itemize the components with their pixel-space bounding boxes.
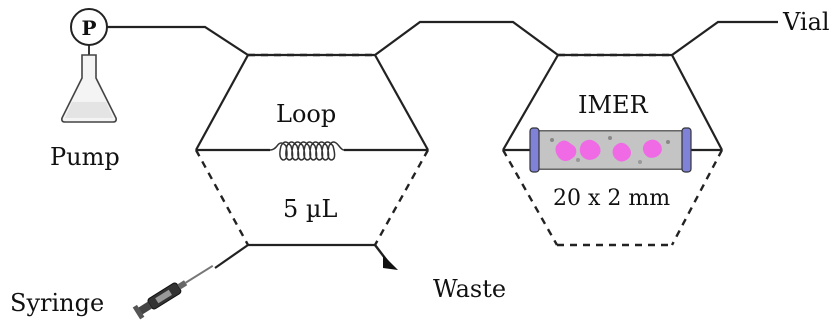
loop-label: Loop <box>276 100 336 128</box>
syringe-icon <box>132 264 214 320</box>
pump-symbol-label: P <box>81 16 96 40</box>
pump-label: Pump <box>50 143 120 171</box>
imer-column-icon <box>529 127 692 173</box>
injection-valve <box>194 53 430 247</box>
coil-loop-icon <box>269 141 345 161</box>
vial-label: Vial <box>782 8 830 36</box>
flow-arrow-icon <box>374 244 398 270</box>
imer-size-label: 20 x 2 mm <box>553 186 670 211</box>
syringe-label: Syringe <box>10 289 104 317</box>
syringe-line <box>214 244 249 269</box>
flow-line-top <box>107 20 778 57</box>
imer-label: IMER <box>578 91 649 119</box>
erlenmeyer-flask-icon <box>61 45 117 123</box>
pump-circle-icon: P <box>70 8 108 46</box>
loop-volume-label: 5 µL <box>283 195 337 223</box>
reactor-valve <box>501 53 724 247</box>
waste-label: Waste <box>433 275 506 303</box>
